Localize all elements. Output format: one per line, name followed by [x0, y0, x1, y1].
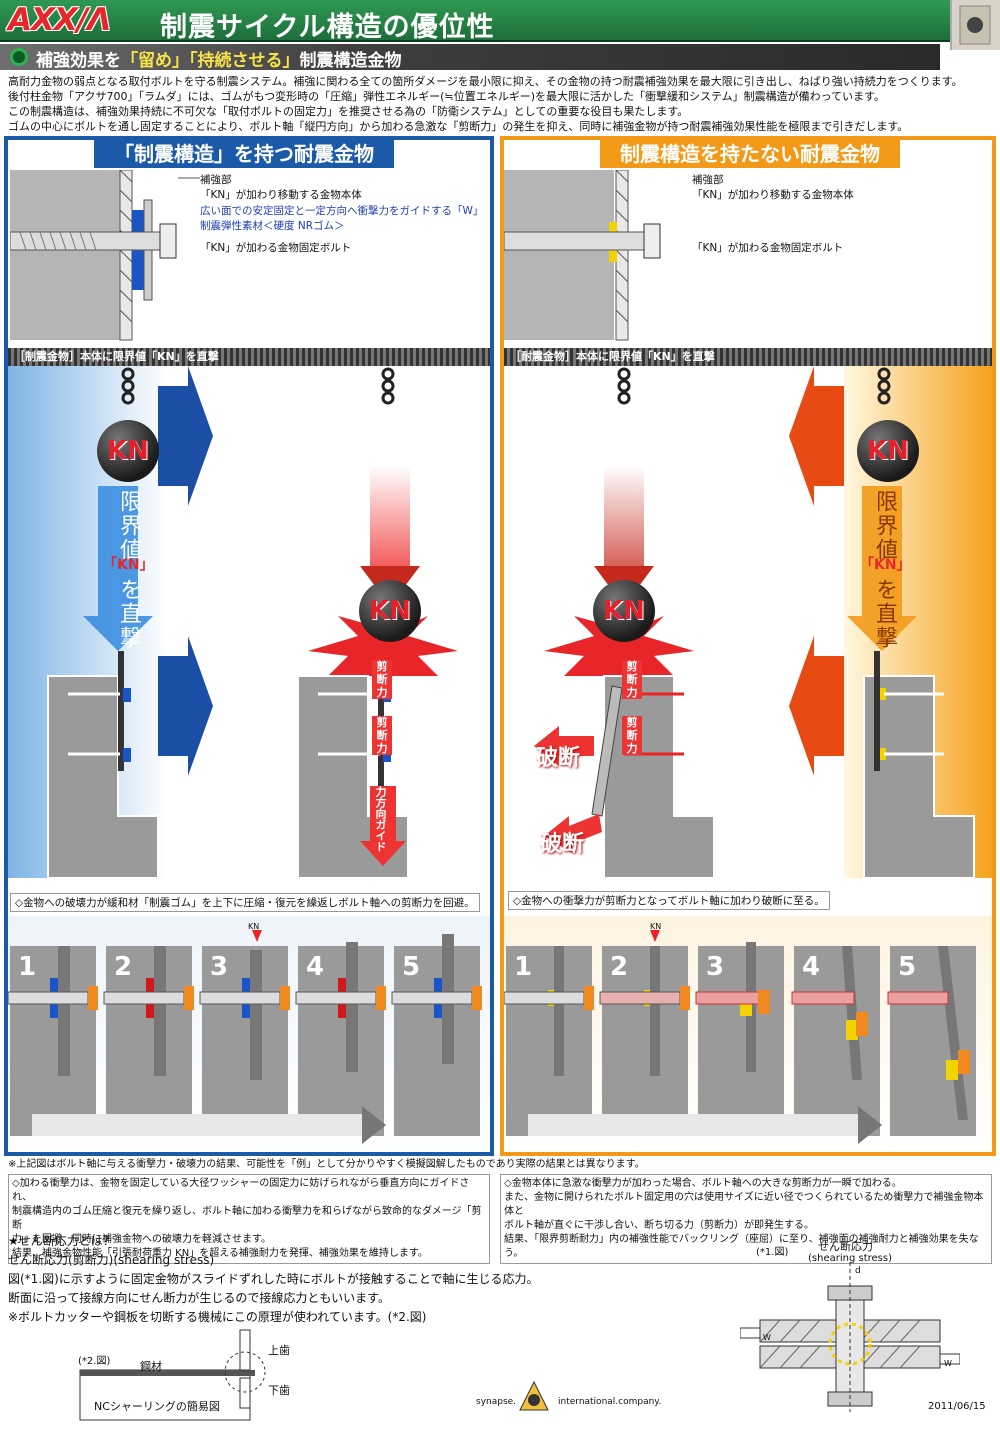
left-label-4: 「KN」が加わる金物固定ボルト	[200, 242, 352, 254]
brand-logo: AXX/Λ	[8, 2, 111, 38]
company-name-post: international.company.	[558, 1397, 662, 1407]
fig2-label: (*2.図)	[78, 1356, 111, 1367]
disclaimer: ※上記図はボルト軸に与える衝撃力・破壊力の結果、可能性を「例」として分かりやすく…	[8, 1159, 645, 1170]
lower-blade-label: 下歯	[268, 1384, 290, 1397]
left-label-1: 「KN」が加わり移動する金物本体	[200, 189, 362, 201]
shear-question: ★せん断応力とは？	[8, 1234, 115, 1248]
right-label-0: 補強部	[692, 174, 724, 186]
nc-shearing-caption: NCシャーリングの簡易図	[94, 1400, 220, 1413]
left-panel	[4, 136, 494, 1156]
left-note: ◇金物への破壊力が緩和材「制震ゴム」を上下に圧縮・復元を繰返しボルト軸への剪断力…	[10, 893, 480, 912]
shear-line-3: 断面に沿って接線方向にせん断力が生じるので接線応力ともいいます。	[8, 1291, 390, 1305]
left-shear-tag-1: 剪断力	[372, 716, 392, 755]
subtitle-bar	[0, 44, 940, 70]
right-panel-title: 制震構造を持たない耐震金物	[600, 140, 900, 168]
right-vertical-label-2: を直撃	[872, 578, 897, 650]
left-step-kn-label: KN	[248, 922, 260, 931]
anchor-photo	[950, 0, 1000, 50]
fig1-label: (*1.図)	[756, 1247, 789, 1258]
left-steps-illustration	[8, 930, 482, 1144]
intro-text: 高耐力金物の弱点となる取付ボルトを守る制震システム。補強に関わる全ての箇所ダメー…	[8, 75, 963, 133]
right-steps-illustration	[504, 930, 976, 1144]
shear-diagram-2	[79, 1329, 266, 1421]
left-guide-tag: 力方向ガイド	[374, 786, 387, 852]
right-divider-bar: ［耐震金物］本体に限界値「KN」を直撃	[504, 348, 992, 366]
right-vertical-kn: 「KN」	[860, 557, 911, 573]
left-step-5: 5	[402, 952, 421, 982]
right-step-kn-label: KN	[650, 922, 662, 931]
company-name-pre: synapse.	[476, 1397, 517, 1407]
right-step-2: 2	[610, 952, 629, 982]
header-bar	[0, 0, 1000, 42]
left-label-3: 制震弾性素材＜硬度 NRゴム＞	[200, 220, 345, 232]
right-panel	[500, 136, 996, 1156]
left-label-2: 広い面での安定固定と一定方向へ衝撃力をガイドする「W」	[200, 205, 484, 217]
right-shear-tag-1: 剪断力	[622, 716, 642, 755]
fig1-w-right: W	[944, 1359, 952, 1368]
shear-line-1: せん断応力(剪断力)(shearing stress)	[8, 1253, 215, 1267]
shear-line-4: ※ボルトカッターや鋼板を切断する機械にこの原理が使われています。(*2.図)	[8, 1310, 427, 1324]
steel-label: 鋼材	[140, 1360, 162, 1373]
left-panel-title: 「制震構造」を持つ耐震金物	[94, 140, 394, 168]
left-divider-bar: ［制震金物］本体に限界値「KN」を直撃	[8, 348, 490, 366]
date: 2011/06/15	[928, 1401, 986, 1412]
page-title: 制震サイクル構造の優位性	[160, 12, 495, 43]
left-vertical-label-2: を直撃	[116, 578, 141, 650]
fig1-d: d	[855, 1266, 861, 1276]
shear-diagram-1	[740, 1262, 960, 1412]
right-impact-illustration	[534, 366, 992, 878]
shear-line-2: 図(*1.図)に示すように固定金物がスライドずれした時にボルトが接触することで軸…	[8, 1272, 539, 1286]
right-vertical-label: 限界値	[872, 490, 897, 562]
fig1-w-left: W	[763, 1333, 771, 1342]
right-bolt-diagram	[504, 170, 661, 341]
right-step-3: 3	[706, 952, 725, 982]
right-kn-ball-impact: KN	[593, 580, 655, 642]
left-bolt-diagram	[10, 170, 200, 341]
right-step-1: 1	[514, 952, 533, 982]
right-shear-tag-0: 剪断力	[622, 660, 642, 699]
left-shear-tag-0: 剪断力	[372, 660, 392, 699]
fig1-subtitle: (shearing stress)	[808, 1253, 892, 1264]
right-kn-ball: KN	[857, 420, 919, 482]
right-break-label-0: 破断	[536, 746, 581, 771]
left-footnote: ◇加わる衝撃力は、金物を固定している大径ワッシャーの固定力に妨げられながら垂直方…	[8, 1174, 490, 1264]
right-step-5: 5	[898, 952, 917, 982]
right-break-label-1: 破断	[540, 832, 585, 857]
left-step-2: 2	[114, 952, 133, 982]
company-logo	[519, 1380, 549, 1411]
upper-blade-label: 上歯	[268, 1344, 290, 1357]
ring-icon	[10, 48, 28, 66]
left-step-1: 1	[18, 952, 37, 982]
left-kn-ball: KN	[97, 420, 159, 482]
right-note: ◇金物への衝撃力が剪断力となってボルト軸に加わり破断に至る。	[508, 891, 830, 910]
left-label-0: 補強部	[200, 174, 232, 186]
right-step-4: 4	[802, 952, 821, 982]
left-vertical-kn: 「KN」	[103, 557, 154, 573]
left-step-4: 4	[306, 952, 325, 982]
left-vertical-label: 限界値	[116, 490, 141, 562]
right-footnote: ◇金物本体に急激な衝撃力が加わった場合、ボルト軸への大きな剪断力が一瞬で加わる。…	[500, 1174, 992, 1264]
left-step-3: 3	[210, 952, 229, 982]
right-label-1: 「KN」が加わり移動する金物本体	[692, 189, 854, 201]
subtitle: 補強効果を「留め」「持続させる」制震構造金物	[36, 51, 402, 71]
right-label-2: 「KN」が加わる金物固定ボルト	[692, 242, 844, 254]
fig1-title: せん断応力	[818, 1240, 873, 1253]
left-kn-ball-impact: KN	[359, 580, 421, 642]
left-impact-illustration	[8, 366, 458, 878]
